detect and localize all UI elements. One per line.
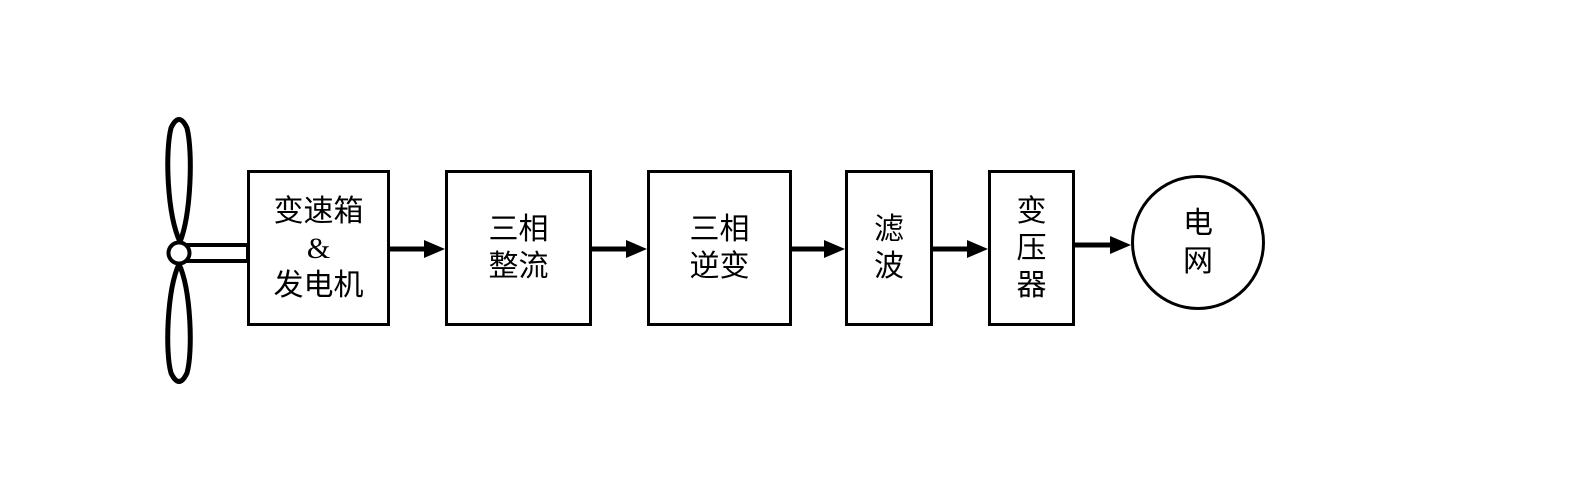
node-gearbox-generator-line2: &	[306, 231, 331, 265]
flow-arrow-gearbox-to-rectifier	[390, 240, 445, 258]
turbine-blade-bottom	[165, 261, 193, 384]
node-inverter-line1: 三相	[689, 213, 750, 246]
node-grid-line1: 电	[1183, 206, 1213, 240]
node-transformer-line2: 压	[1016, 231, 1047, 265]
node-transformer-line1: 变	[1016, 194, 1047, 228]
node-power-grid: 电 网	[1131, 175, 1265, 310]
turbine-hub	[166, 240, 192, 266]
node-filter: 滤 波	[845, 170, 933, 326]
node-filter-line1: 滤	[874, 213, 904, 246]
flow-arrow-inverter-to-filter	[792, 240, 845, 258]
node-three-phase-inverter: 三相 逆变	[647, 170, 792, 326]
turbine-shaft	[186, 243, 250, 263]
node-gearbox-generator: 变速箱 & 发电机	[247, 170, 390, 326]
flow-arrow-transformer-to-grid	[1075, 236, 1131, 254]
turbine-blade-top	[165, 117, 193, 245]
flow-arrow-filter-to-transformer	[933, 240, 988, 258]
node-grid-line2: 网	[1183, 244, 1213, 278]
node-three-phase-rectifier: 三相 整流	[445, 170, 592, 326]
node-rectifier-line1: 三相	[488, 213, 549, 246]
node-inverter-line2: 逆变	[689, 250, 750, 283]
node-transformer: 变 压 器	[988, 170, 1075, 326]
node-transformer-line3: 器	[1016, 268, 1047, 302]
node-gearbox-generator-line3: 发电机	[273, 268, 364, 302]
flow-arrow-rectifier-to-inverter	[592, 240, 647, 258]
wind-turbine-icon	[165, 117, 250, 384]
node-filter-line2: 波	[874, 250, 904, 283]
node-rectifier-line2: 整流	[488, 250, 549, 283]
node-gearbox-generator-line1: 变速箱	[273, 194, 364, 228]
